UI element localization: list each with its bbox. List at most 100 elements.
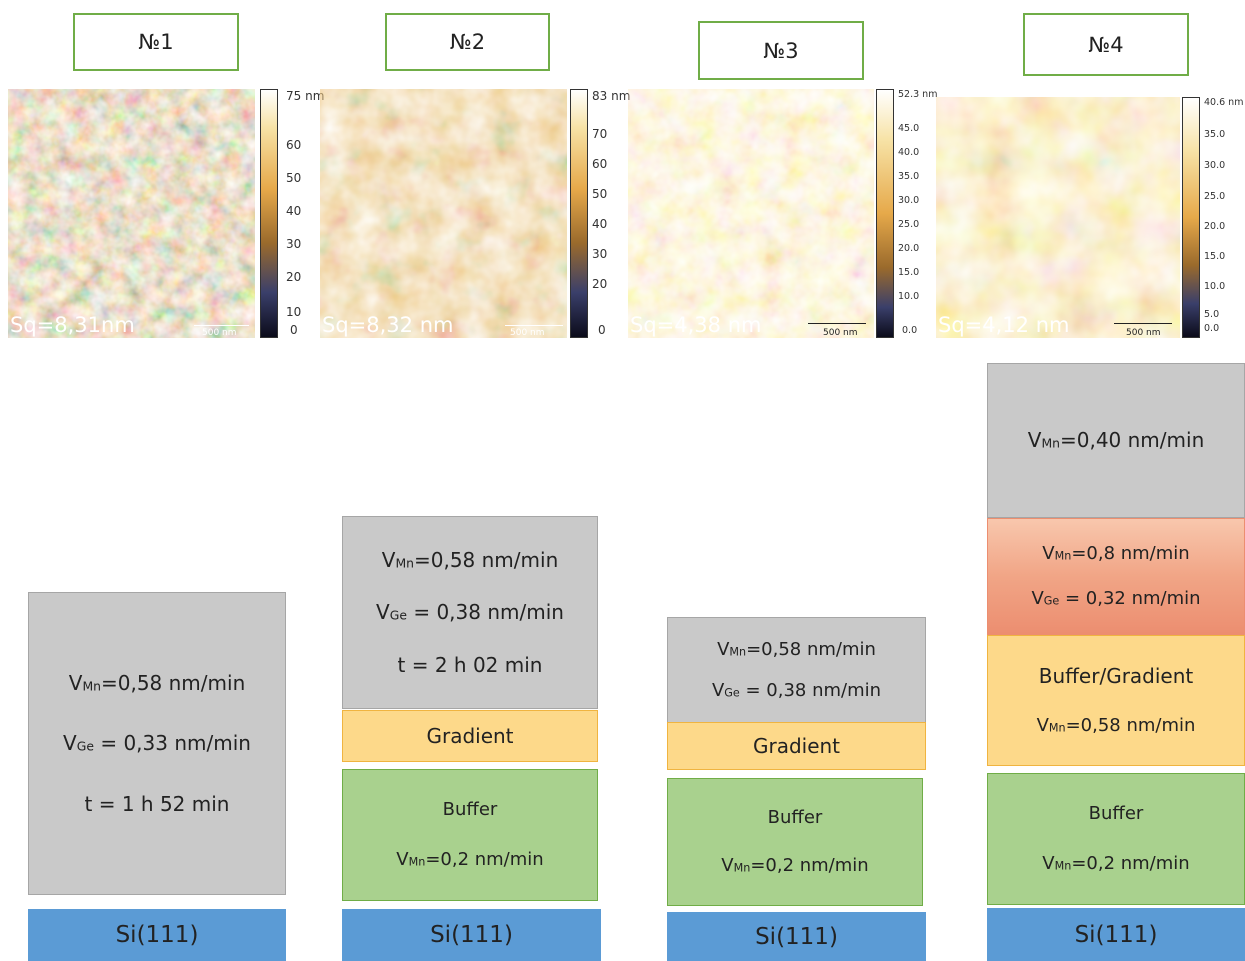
rate-mn: VMn=0,2 nm/min — [721, 855, 869, 876]
rate-mn: VMn=0,2 nm/min — [1042, 852, 1190, 874]
rate-ge: VGe = 0,33 nm/min — [63, 731, 251, 756]
colorbar-1 — [260, 89, 278, 338]
colorbar-tick: 75 nm — [286, 89, 325, 103]
colorbar-tick: 83 nm — [592, 89, 631, 103]
growth-time: t = 2 h 02 min — [397, 653, 543, 678]
colorbar-tick: 60 — [286, 138, 302, 152]
scale-bar-label: 500 nm — [510, 328, 545, 338]
scale-bar — [808, 323, 866, 324]
colorbar-tick: 40.0 — [898, 147, 920, 158]
rate-mn: VMn=0,58 nm/min — [381, 547, 559, 572]
colorbar-tick: 20 — [286, 270, 302, 284]
colorbar-tick: 35.0 — [898, 171, 920, 182]
rate-ge: VGe = 0,32 nm/min — [1031, 587, 1201, 609]
rate-mn: VMn=0,8 nm/min — [1042, 543, 1190, 565]
colorbar-tick: 50 — [286, 171, 302, 185]
colorbar-tick: 5.0 — [1204, 309, 1220, 320]
scale-bar — [505, 325, 563, 326]
colorbar-tick: 15.0 — [898, 267, 920, 278]
stack2-film-layer: VMn=0,58 nm/min VGe = 0,38 nm/min t = 2 … — [342, 516, 598, 709]
stack2-substrate: Si(111) — [342, 909, 601, 961]
layer-name: Buffer — [442, 799, 498, 821]
layer-name: Gradient — [752, 734, 841, 758]
colorbar-tick: 60 — [592, 157, 608, 171]
afm-image-2: Sq=8,32 nm 500 nm — [320, 89, 567, 338]
colorbar-4 — [1182, 97, 1200, 338]
sample-tag-4: №4 — [1023, 13, 1189, 76]
rate-mn: VMn=0,58 nm/min — [68, 671, 246, 696]
afm-texture-3 — [628, 89, 874, 338]
colorbar-tick: 30.0 — [1204, 160, 1226, 171]
layer-name: Buffer/Gradient — [1038, 664, 1194, 689]
colorbar-tick: 40.6 nm — [1204, 97, 1244, 108]
afm-texture-2 — [320, 89, 567, 338]
rate-mn: VMn=0,58 nm/min — [717, 639, 876, 660]
colorbar-tick: 50 — [592, 187, 608, 201]
colorbar-tick: 35.0 — [1204, 129, 1226, 140]
colorbar-tick: 10.0 — [1204, 281, 1226, 292]
scale-bar — [194, 325, 249, 326]
colorbar-tick: 70 — [592, 127, 608, 141]
colorbar-tick: 40 — [592, 217, 608, 231]
sq-value: Sq=8,32 nm — [322, 313, 454, 337]
afm-texture-1 — [8, 89, 255, 338]
layer-name: Buffer — [1088, 803, 1144, 825]
sq-value: Sq=8,31nm — [10, 313, 135, 337]
sq-value: Sq=4,12 nm — [938, 313, 1070, 337]
colorbar-tick: 15.0 — [1204, 251, 1226, 262]
stack3-gradient-layer: Gradient — [667, 722, 926, 770]
stack1-substrate: Si(111) — [28, 909, 286, 961]
stack4-substrate: Si(111) — [987, 908, 1245, 961]
scale-bar-label: 500 nm — [1126, 328, 1161, 338]
sample-tag-label: №2 — [449, 30, 486, 54]
colorbar-tick: 0 — [598, 323, 606, 337]
colorbar-tick: 0 — [290, 323, 298, 337]
rate-ge: VGe = 0,38 nm/min — [376, 600, 564, 625]
rate-mn: VMn=0,58 nm/min — [1036, 714, 1196, 736]
sample-tag-label: №1 — [138, 30, 174, 54]
scale-bar-label: 500 nm — [202, 328, 237, 338]
layer-name: Gradient — [426, 724, 514, 748]
stack4-buffer-gradient-layer: Buffer/Gradient VMn=0,58 nm/min — [987, 635, 1245, 766]
colorbar-tick: 30 — [286, 237, 302, 251]
stack2-buffer-layer: Buffer VMn=0,2 nm/min — [342, 769, 598, 901]
stack2-gradient-layer: Gradient — [342, 710, 598, 762]
colorbar-tick: 30.0 — [898, 195, 920, 206]
colorbar-tick: 25.0 — [898, 219, 920, 230]
colorbar-tick: 20.0 — [1204, 221, 1226, 232]
sample-tag-1: №1 — [73, 13, 239, 71]
stack4-top-layer: VMn=0,40 nm/min — [987, 363, 1245, 518]
stack4-film-layer: VMn=0,8 nm/min VGe = 0,32 nm/min — [987, 518, 1245, 635]
stack1-film-layer: VMn=0,58 nm/min VGe = 0,33 nm/min t = 1 … — [28, 592, 286, 895]
colorbar-tick: 20.0 — [898, 243, 920, 254]
colorbar-tick: 0.0 — [1204, 323, 1220, 334]
stack3-film-layer: VMn=0,58 nm/min VGe = 0,38 nm/min — [667, 617, 926, 724]
sample-tag-2: №2 — [385, 13, 550, 71]
afm-texture-4 — [936, 97, 1180, 338]
colorbar-tick: 45.0 — [898, 123, 920, 134]
stack4-buffer-layer: Buffer VMn=0,2 nm/min — [987, 773, 1245, 905]
colorbar-2 — [570, 89, 588, 338]
colorbar-tick: 10 — [286, 305, 302, 319]
scale-bar — [1114, 323, 1172, 324]
colorbar-tick: 30 — [592, 247, 608, 261]
afm-image-4: Sq=4,12 nm 500 nm — [936, 97, 1180, 338]
rate-ge: VGe = 0,38 nm/min — [711, 680, 882, 701]
sq-value: Sq=4,38 nm — [630, 313, 762, 337]
stack3-substrate: Si(111) — [667, 912, 926, 961]
layer-name: Buffer — [767, 807, 823, 828]
afm-image-1: Sq=8,31nm 500 nm — [8, 89, 255, 338]
rate-mn: VMn=0,40 nm/min — [1027, 428, 1205, 453]
sample-tag-label: №3 — [763, 38, 799, 63]
scale-bar-label: 500 nm — [823, 328, 858, 338]
afm-image-3: Sq=4,38 nm 500 nm — [628, 89, 874, 338]
colorbar-3 — [876, 89, 894, 338]
sample-tag-label: №4 — [1088, 32, 1124, 57]
colorbar-tick: 40 — [286, 204, 302, 218]
rate-mn: VMn=0,2 nm/min — [396, 848, 544, 870]
colorbar-tick: 25.0 — [1204, 191, 1226, 202]
sample-tag-3: №3 — [698, 21, 864, 80]
growth-time: t = 1 h 52 min — [84, 791, 230, 816]
stack3-buffer-layer: Buffer VMn=0,2 nm/min — [667, 778, 923, 906]
colorbar-tick: 52.3 nm — [898, 89, 938, 100]
